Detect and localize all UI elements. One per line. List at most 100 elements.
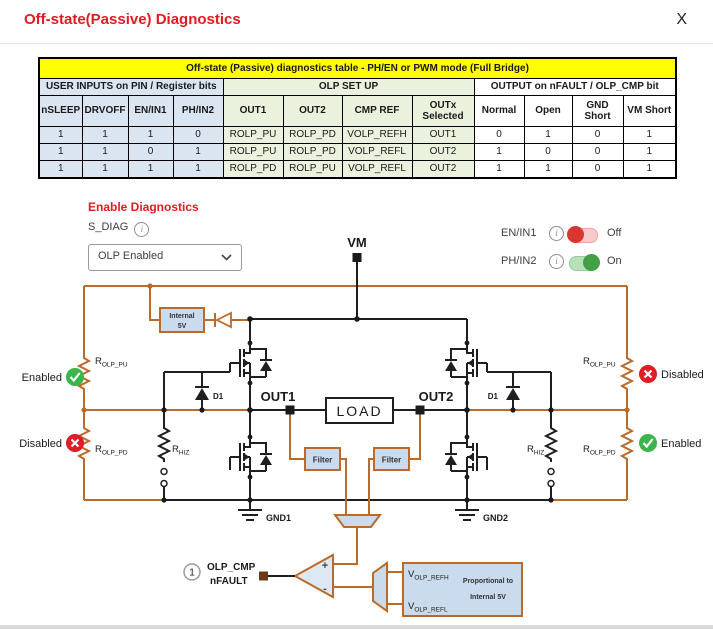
table-cell: ROLP_PD: [282, 143, 343, 161]
svg-text:Disabled: Disabled: [661, 369, 704, 381]
table-cell: ROLP_PD: [222, 160, 284, 179]
svg-text:VOLP_REFH: VOLP_REFH: [408, 569, 449, 582]
table-column-header: GND Short: [571, 95, 624, 127]
table-cell: 1: [523, 160, 573, 179]
ground-symbol-2: [454, 499, 480, 521]
internal-5v-box: [159, 307, 205, 333]
table-cell: 1: [38, 143, 83, 161]
chevron-down-icon: [221, 254, 232, 261]
table-column-header: EN/IN1: [127, 95, 174, 127]
mosfet-high-side-2: [466, 342, 488, 384]
info-icon[interactable]: i: [549, 226, 564, 241]
body-diode: [444, 442, 468, 472]
table-cell: ROLP_PD: [282, 126, 343, 144]
table-cell: OUT2: [411, 160, 475, 179]
r-olp-pu-label-right: ROLP_PU: [583, 356, 616, 369]
olp-resistors: [76, 355, 635, 465]
toggle-knob: [583, 254, 600, 271]
table-cell: ROLP_PU: [282, 160, 343, 179]
filter-label-2: Filter: [382, 456, 402, 465]
comparator-minus: -: [323, 583, 327, 595]
table-cell: 0: [523, 143, 573, 161]
x-icon: [66, 434, 84, 452]
en-in1-toggle[interactable]: [567, 226, 598, 243]
en-in1-state: Off: [607, 227, 622, 239]
d1-diode-left: [195, 372, 209, 410]
check-icon: [639, 434, 657, 452]
table-column-header: PH/IN2: [172, 95, 224, 127]
r-olp-pd-label-right: ROLP_PD: [583, 444, 616, 457]
x-icon: [639, 365, 657, 383]
table-cell: VOLP_REFL: [341, 160, 413, 179]
table-cell: ROLP_PU: [222, 126, 284, 144]
r-olp-pd-label-left: ROLP_PD: [95, 444, 128, 457]
table-cell: OUT2: [411, 143, 475, 161]
d1-diode-right: [506, 372, 520, 410]
en-in1-label: EN/IN1: [501, 227, 537, 239]
table-column-header: VM Short: [622, 95, 677, 127]
table-cell: 1: [38, 160, 83, 179]
gnd1-label: GND1: [266, 513, 291, 523]
out1-label: OUT1: [261, 389, 296, 404]
svg-text:Disabled: Disabled: [19, 438, 62, 450]
info-icon[interactable]: i: [134, 222, 150, 237]
enable-diagnostics-heading: Enable Diagnostics: [88, 200, 199, 214]
nfault-label: nFAULT: [210, 576, 248, 587]
blocking-diode: [214, 311, 232, 329]
table-cell: 1: [473, 143, 525, 161]
table-cell: 0: [473, 126, 525, 144]
table-column-header: Open: [523, 95, 573, 127]
table-cell: 0: [127, 143, 174, 161]
svg-text:5V: 5V: [178, 323, 187, 330]
check-icon: [66, 368, 84, 386]
gnd2-label: GND2: [483, 513, 508, 523]
info-icon[interactable]: i: [549, 254, 564, 269]
body-diode: [249, 442, 273, 472]
close-button[interactable]: X: [676, 11, 687, 28]
comparator-plus: +: [322, 560, 328, 572]
s-diag-select[interactable]: OLP Enabled: [88, 244, 242, 271]
table-cell: 1: [81, 126, 129, 144]
table-cell: 1: [38, 126, 83, 144]
olp-cmp-pin: 1 OLP_CMP nFAULT: [183, 562, 256, 587]
mosfet-low-side-2: [466, 436, 488, 478]
r-hiz-label-right: RHIZ: [527, 444, 544, 457]
table-cell: 1: [622, 143, 677, 161]
bridge-wires: [164, 262, 551, 501]
table-group-header: USER INPUTS on PIN / Register bits: [38, 78, 224, 96]
body-diode: [444, 348, 468, 378]
filter-box-2: [373, 447, 410, 471]
status-badge-right-pd: Enabled: [639, 434, 701, 452]
table-cell: 1: [622, 126, 677, 144]
table-column-header: OUT2: [282, 95, 343, 127]
ph-in2-toggle[interactable]: [569, 254, 600, 271]
toggle-knob: [567, 226, 584, 243]
table-cell: 1: [172, 160, 224, 179]
load-label: LOAD: [336, 403, 382, 419]
ph-in2-label: PH/IN2: [501, 255, 537, 267]
svg-text:1: 1: [189, 568, 195, 579]
table-cell: 0: [172, 126, 224, 144]
d1-label-right: D1: [488, 392, 499, 401]
vm-label: VM: [347, 235, 367, 250]
table-cell: 1: [523, 126, 573, 144]
table-column-header: DRVOFF: [81, 95, 129, 127]
r-olp-pu-label-left: ROLP_PU: [95, 356, 128, 369]
table-group-header: OLP SET UP: [222, 78, 475, 96]
filter-label-1: Filter: [313, 456, 333, 465]
svg-text:Enabled: Enabled: [661, 438, 701, 450]
status-badge-left-pu: Enabled: [22, 368, 84, 386]
table-cell: 1: [172, 143, 224, 161]
bottom-scrollbar[interactable]: [0, 625, 713, 629]
mosfet-low-side-1: [229, 436, 251, 478]
table-cell: OUT1: [411, 126, 475, 144]
table-cell: VOLP_REFH: [341, 126, 413, 144]
table-cell: 0: [571, 126, 624, 144]
table-cell: 1: [127, 160, 174, 179]
table-cell: 1: [81, 160, 129, 179]
comparator-network: [259, 414, 421, 613]
